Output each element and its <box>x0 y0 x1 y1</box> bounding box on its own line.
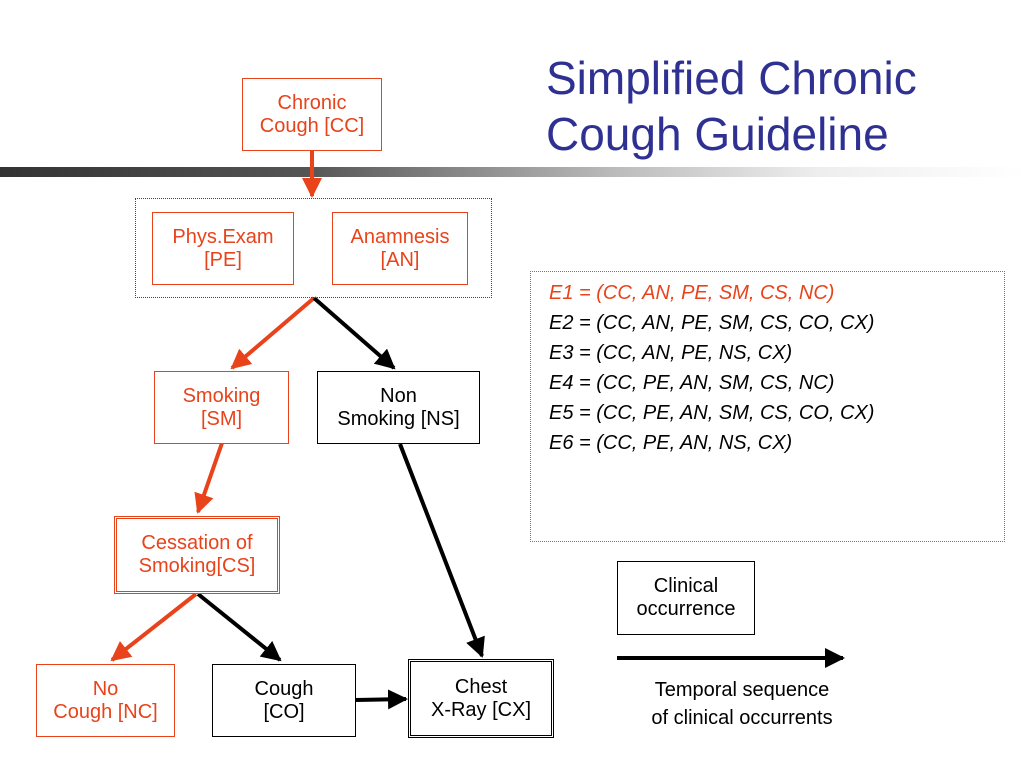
edge-sm-to-cs <box>194 442 224 514</box>
node-smoking: Smoking [SM] <box>154 371 289 444</box>
edge-cs-to-co <box>196 592 282 662</box>
exam-group <box>135 198 492 298</box>
sequence-e5: E5 = (CC, PE, AN, SM, CS, CO, CX) <box>549 402 875 424</box>
node-chest-xray-label: Chest X-Ray [CX] <box>430 675 532 721</box>
sequence-e6: E6 = (CC, PE, AN, NS, CX) <box>549 432 793 454</box>
edge-exam-group-to-sm <box>230 296 316 370</box>
sequence-e1: E1 = (CC, AN, PE, SM, CS, NC) <box>549 282 835 304</box>
legend-arrow-label-text: Temporal sequence of clinical occurrents <box>651 679 833 729</box>
node-phys-exam-label: Phys.Exam [PE] <box>172 225 274 271</box>
edge-ns-to-cx <box>398 443 485 658</box>
edge-exam-group-to-ns <box>312 296 396 370</box>
node-cessation-of-smoking: Cessation of Smoking[CS] <box>114 516 280 594</box>
slide-title-line2: Cough Guideline <box>546 108 889 160</box>
title-divider <box>0 167 1024 177</box>
node-chest-xray: Chest X-Ray [CX] <box>408 659 554 738</box>
legend-occurrence-box: Clinical occurrence <box>617 561 755 635</box>
node-cough: Cough [CO] <box>212 664 356 737</box>
node-smoking-label: Smoking [SM] <box>182 384 261 430</box>
node-no-cough-label: No Cough [NC] <box>53 677 158 723</box>
node-anamnesis-label: Anamnesis [AN] <box>350 225 450 271</box>
legend-arrow-label: Temporal sequence of clinical occurrents <box>612 676 872 732</box>
slide-title: Simplified Chronic Cough Guideline <box>546 50 1016 162</box>
node-anamnesis: Anamnesis [AN] <box>332 212 468 285</box>
edge-co-to-cx <box>355 689 408 710</box>
node-chronic-cough-label: Chronic Cough [CC] <box>259 91 365 137</box>
node-non-smoking-label: Non Smoking [NS] <box>337 384 460 430</box>
edge-cs-to-nc <box>110 592 198 662</box>
legend-occurrence-label: Clinical occurrence <box>636 575 736 620</box>
sequence-e3: E3 = (CC, AN, PE, NS, CX) <box>549 342 793 364</box>
sequence-e2: E2 = (CC, AN, PE, SM, CS, CO, CX) <box>549 312 875 334</box>
node-cough-label: Cough [CO] <box>254 677 314 723</box>
sequence-panel: E1 = (CC, AN, PE, SM, CS, NC) E2 = (CC, … <box>530 271 1005 542</box>
slide-title-line1: Simplified Chronic <box>546 52 917 104</box>
node-phys-exam: Phys.Exam [PE] <box>152 212 294 285</box>
node-chronic-cough: Chronic Cough [CC] <box>242 78 382 151</box>
node-non-smoking: Non Smoking [NS] <box>317 371 480 444</box>
node-no-cough: No Cough [NC] <box>36 664 175 737</box>
node-cessation-of-smoking-label: Cessation of Smoking[CS] <box>138 532 256 577</box>
sequence-e4: E4 = (CC, PE, AN, SM, CS, NC) <box>549 372 835 394</box>
